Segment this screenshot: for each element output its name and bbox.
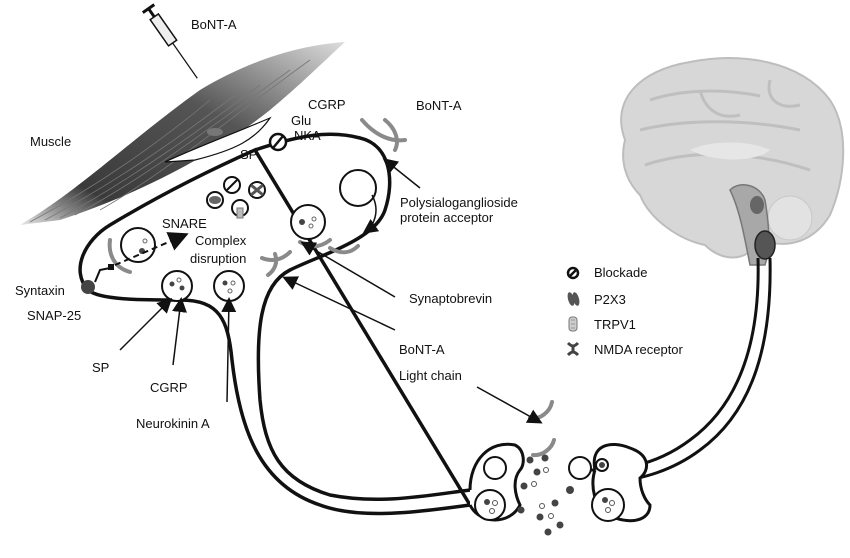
trpv1-icon	[568, 316, 578, 332]
label-cgrp-top: CGRP	[308, 97, 346, 112]
syntaxin-marker	[81, 280, 95, 294]
legend-label: P2X3	[594, 291, 626, 307]
label-disruption: disruption	[190, 251, 247, 266]
legend-label: Blockade	[594, 265, 648, 280]
vesicles	[120, 169, 377, 302]
label-muscle: Muscle	[30, 134, 72, 149]
label-polysialoganglioside: Polysialoganglioside	[400, 195, 518, 210]
legend-item-p2x3: P2X3	[566, 291, 626, 307]
label-bont-top: BoNT-A	[191, 17, 237, 32]
blockade-icon	[268, 132, 288, 152]
blockade-icon	[566, 266, 580, 279]
label-bont-light-chain-1: BoNT-A	[399, 342, 445, 357]
label-arrows	[119, 158, 543, 424]
label-bont-light-chain-2: Light chain	[399, 368, 462, 383]
label-complex: Complex	[195, 233, 247, 248]
legend-item-blockade: Blockade	[566, 265, 647, 280]
label-sp-top: SP	[240, 147, 258, 162]
nmda-receptor-icon	[566, 341, 580, 357]
legend-item-trpv1: TRPV1	[566, 316, 636, 332]
syringe-icon	[141, 3, 198, 79]
legend-label: NMDA receptor	[594, 341, 683, 357]
label-snap25: SNAP-25	[27, 308, 82, 323]
brain	[620, 57, 845, 266]
label-glu: Glu	[291, 113, 312, 128]
toxin-fragments	[107, 118, 556, 473]
label-neurokinin-a: Neurokinin A	[136, 416, 210, 431]
label-sp-bottom: SP	[92, 360, 110, 375]
label-protein-acceptor: protein acceptor	[400, 210, 494, 225]
label-nka: NKA	[294, 128, 321, 143]
nerve-terminal	[78, 132, 473, 516]
label-cgrp-bottom: CGRP	[150, 380, 188, 395]
label-synaptobrevin: Synaptobrevin	[409, 291, 493, 306]
legend-label: TRPV1	[594, 316, 636, 332]
legend-item-nmda-receptor: NMDA receptor	[566, 341, 683, 357]
label-syntaxin: Syntaxin	[15, 283, 65, 298]
muscle	[20, 42, 345, 225]
spinal-tract	[589, 257, 760, 472]
p2x3-icon	[567, 292, 580, 306]
label-bont-right: BoNT-A	[416, 98, 462, 113]
label-snare: SNARE	[162, 216, 207, 231]
